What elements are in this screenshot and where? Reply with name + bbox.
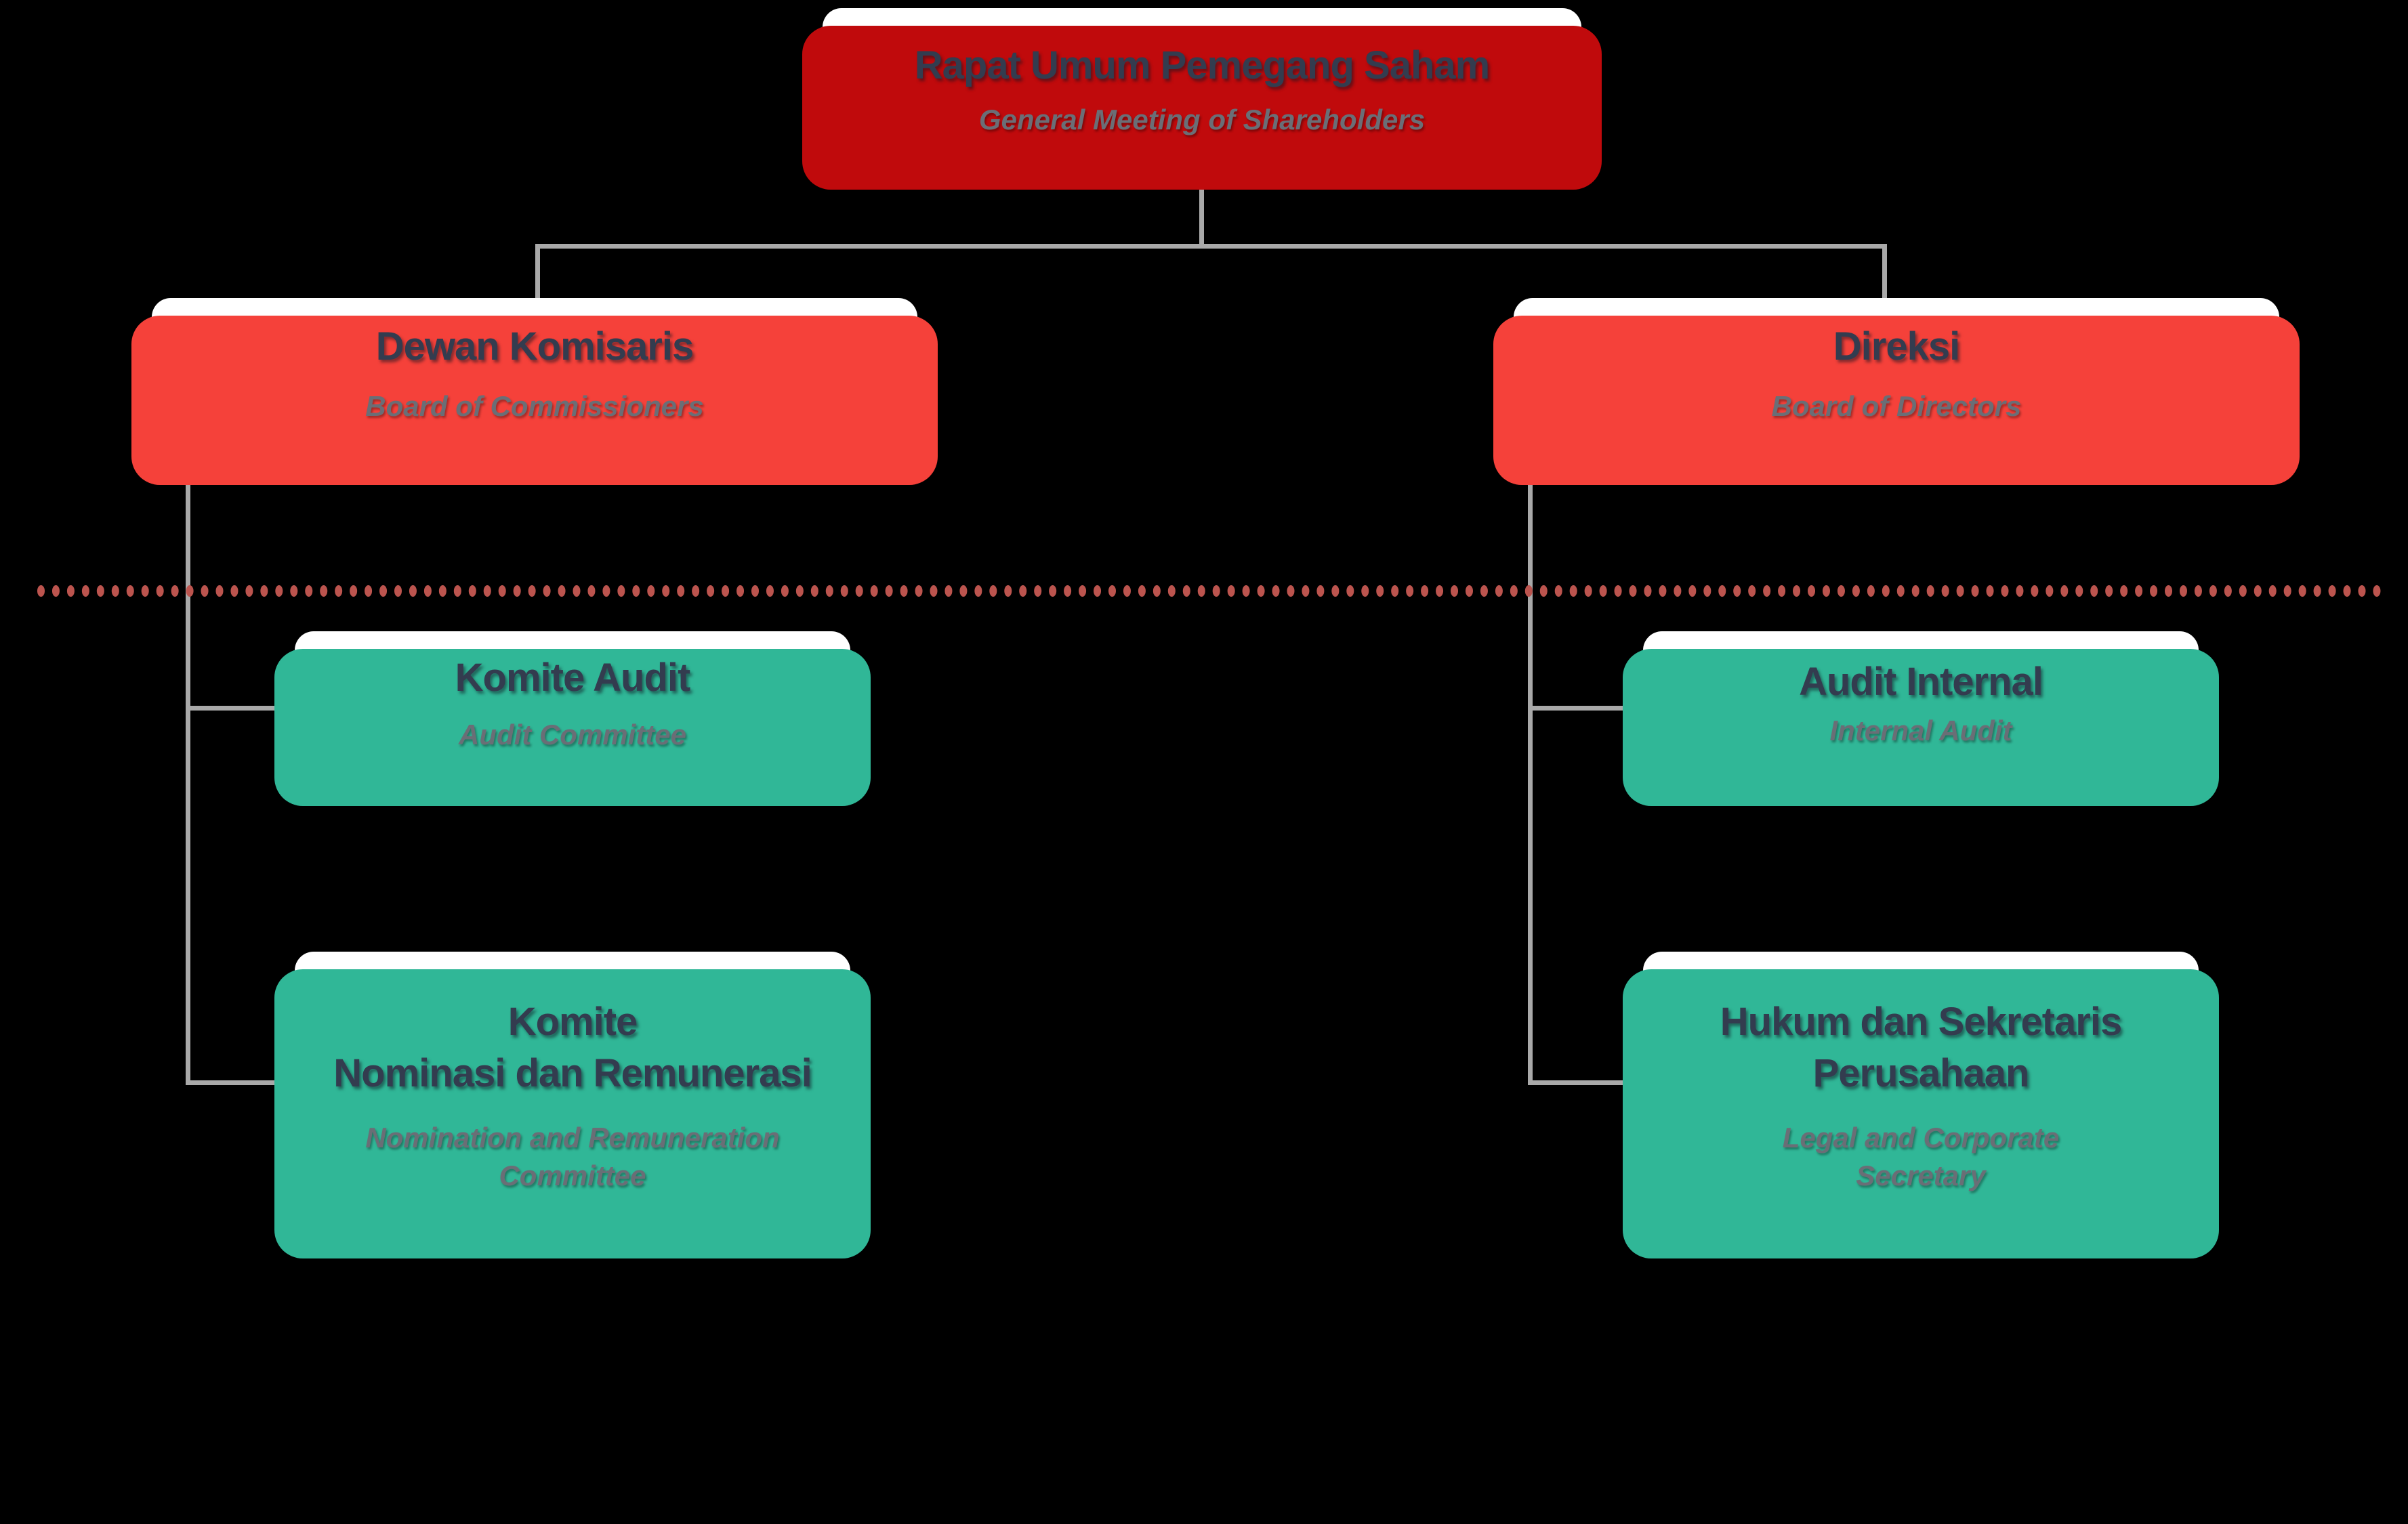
node-subtitle: Board of Directors	[1771, 389, 2022, 422]
node-title: Hukum dan Sekretaris Perusahaan	[1720, 1000, 2122, 1095]
connector-branch-komite-audit	[186, 706, 293, 711]
connector-drop-direksi	[1882, 244, 1887, 302]
node-title: Rapat Umum Pemegang Saham	[914, 43, 1490, 88]
node-direksi: Direksi Board of Directors	[1493, 298, 2300, 485]
node-komite-audit: Komite Audit Audit Committee	[274, 631, 871, 806]
connector-level1-horizontal	[535, 244, 1887, 249]
node-title: Direksi	[1833, 324, 1960, 369]
connector-branch-hukum	[1528, 1080, 1642, 1085]
node-title: Dewan Komisaris	[375, 324, 694, 369]
node-dewan-komisaris: Dewan Komisaris Board of Commissioners	[131, 298, 938, 485]
node-subtitle: Nomination and Remuneration Committee	[365, 1122, 780, 1191]
connector-branch-komite-nominasi	[186, 1080, 293, 1085]
connector-drop-dewan	[535, 244, 540, 302]
connector-direksi-vertical	[1528, 474, 1533, 1085]
node-komite-nominasi-dan-remunerasi: Komite Nominasi dan Remunerasi Nominatio…	[274, 952, 871, 1258]
node-subtitle: Legal and Corporate Secretary	[1782, 1122, 2060, 1191]
connector-dewan-vertical	[186, 474, 190, 1085]
node-subtitle: Board of Commissioners	[365, 389, 704, 422]
node-rapat-umum-pemegang-saham: Rapat Umum Pemegang Saham General Meetin…	[802, 8, 1602, 190]
node-audit-internal: Audit Internal Internal Audit	[1623, 631, 2219, 806]
node-title: Komite Audit	[455, 656, 691, 700]
node-subtitle: General Meeting of Shareholders	[978, 103, 1426, 135]
node-title: Audit Internal	[1799, 660, 2043, 704]
node-subtitle: Audit Committee	[459, 718, 686, 750]
connector-branch-audit-internal	[1528, 706, 1642, 711]
dotted-separator-line	[37, 585, 2382, 597]
node-title: Komite Nominasi dan Remunerasi	[333, 1000, 812, 1095]
node-hukum-dan-sekretaris-perusahaan: Hukum dan Sekretaris Perusahaan Legal an…	[1623, 952, 2219, 1258]
connector-rapat-stub	[1199, 169, 1204, 248]
node-subtitle: Internal Audit	[1829, 714, 2012, 746]
